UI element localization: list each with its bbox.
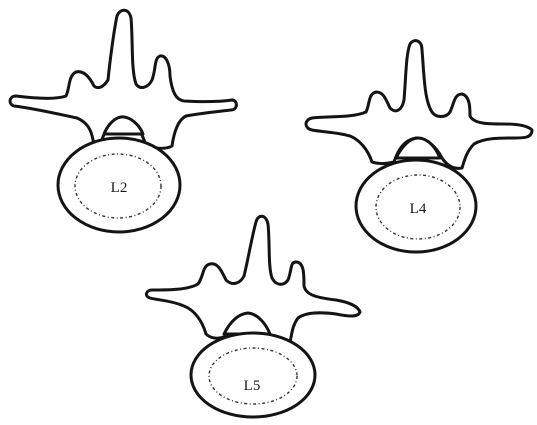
vertebra-l2-label: L2 — [111, 180, 128, 196]
vertebra-l5-label: L5 — [244, 378, 261, 394]
vertebra-l5: L5 — [146, 216, 360, 417]
vertebra-l2: L2 — [10, 10, 236, 232]
vertebra-l4: L4 — [306, 41, 532, 252]
vertebra-l4-label: L4 — [410, 201, 427, 217]
